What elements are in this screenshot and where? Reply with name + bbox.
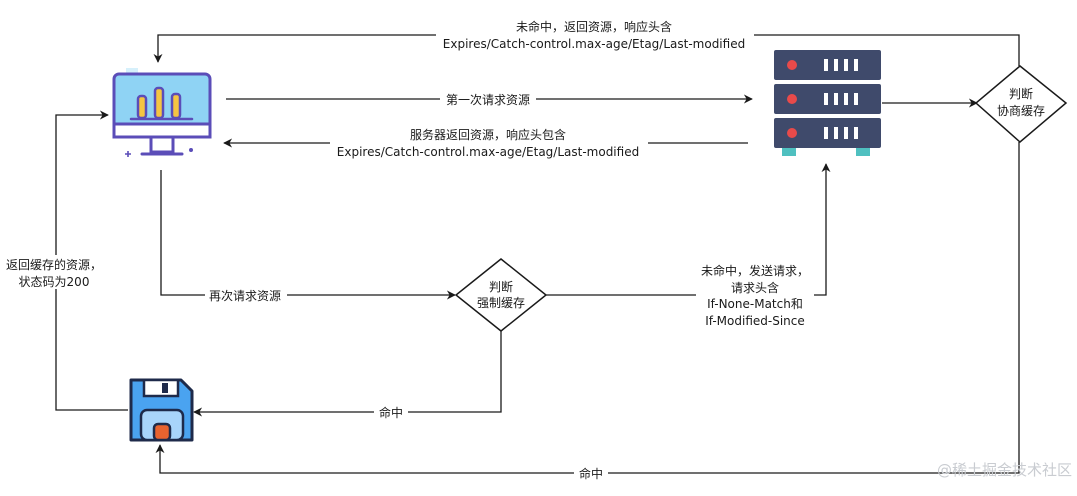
edge-second-request (160, 170, 456, 300)
edge-negotiate-hit-to-disk (155, 142, 1020, 474)
floppy-disk-icon (129, 378, 194, 442)
node-strong-cache: 判断 强制缓存 (454, 258, 548, 332)
label-miss-send-line2: 请求头含 (731, 280, 779, 295)
node-negotiate-line1: 判断 (1009, 86, 1033, 101)
label-top-miss-line1: 未命中，返回资源，响应头含 (516, 19, 672, 34)
label-first-request: 第一次请求资源 (446, 93, 530, 107)
edge-strong-hit-to-disk (193, 330, 502, 417)
node-negotiate-line2: 协商缓存 (997, 103, 1045, 118)
label-hit-strong: 命中 (379, 405, 403, 420)
server-rack-icon (774, 50, 881, 156)
edge-strong-miss-to-server (546, 163, 831, 296)
label-miss-send-line3: If-None-Match和 (707, 297, 803, 311)
label-second-request: 再次请求资源 (209, 289, 281, 303)
node-strong-line1: 判断 (489, 279, 513, 294)
label-top-miss-line2: Expires/Catch-control.max-age/Etag/Last-… (443, 37, 745, 51)
label-return-cache-line2: 状态码为200 (19, 275, 90, 289)
monitor-chart-icon (112, 68, 212, 157)
node-strong-line2: 强制缓存 (477, 296, 525, 310)
label-server-return-line2: Expires/Catch-control.max-age/Etag/Last-… (337, 145, 639, 159)
label-return-cache-line1: 返回缓存的资源， (6, 257, 102, 272)
label-server-return-line1: 服务器返回资源，响应头包含 (410, 127, 566, 142)
label-miss-send-line4: If-Modified-Since (705, 314, 805, 328)
label-miss-send-line1: 未命中，发送请求， (701, 263, 809, 278)
watermark: @稀土掘金技术社区 (937, 461, 1072, 479)
node-negotiate-cache: 判断 协商缓存 (974, 65, 1068, 143)
label-hit-negotiate: 命中 (579, 466, 603, 481)
